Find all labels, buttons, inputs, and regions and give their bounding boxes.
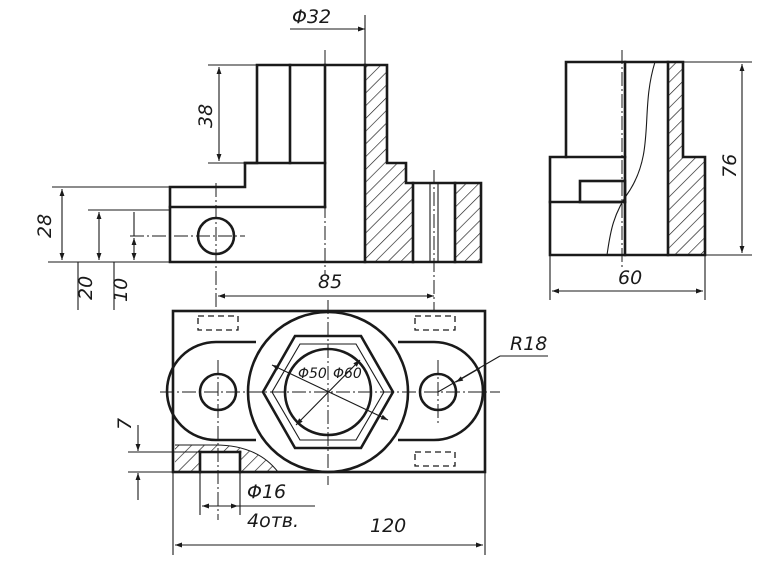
top-boss-outline (165, 340, 485, 442)
r18-arrow (455, 367, 481, 383)
top-hidden-hole-tr (414, 315, 456, 331)
dim-d50-label: Φ50 (298, 366, 327, 382)
side-section-hatch (668, 62, 705, 255)
dim-h10-label: 10 (110, 278, 132, 302)
dim-d16-label: Φ16 (247, 481, 286, 503)
d50-leader (295, 359, 361, 426)
dim-d32-label: Φ32 (292, 6, 331, 28)
front-view: Φ32 38 28 20 10 (34, 6, 483, 312)
dim-w120-label: 120 (370, 515, 406, 537)
dim-h38-label: 38 (195, 104, 217, 128)
top-hidden-hole-tl (197, 315, 239, 331)
dim-r18-label: R18 (510, 333, 547, 355)
top-view: 85 Φ50 Φ60 R18 7 Φ16 4отв. 120 (114, 271, 548, 555)
top-hidden-hole-br (414, 451, 456, 467)
dim-h28-label: 28 (34, 214, 56, 238)
dim-h76-label: 76 (719, 154, 741, 178)
side-break-line (606, 61, 656, 256)
dim-holes-label: 4отв. (247, 510, 299, 532)
side-view: 76 60 (548, 50, 752, 300)
dim-h7-label: 7 (114, 418, 136, 430)
front-outline (168, 63, 483, 264)
side-recess (578, 179, 627, 204)
dim-w85-label: 85 (318, 271, 342, 293)
front-section-hatch-right (455, 183, 481, 262)
dim-w60-label: 60 (618, 267, 642, 289)
top-break-line (175, 444, 279, 473)
dim-d60-label: Φ60 (333, 366, 362, 382)
dim-h20-label: 20 (75, 276, 97, 300)
